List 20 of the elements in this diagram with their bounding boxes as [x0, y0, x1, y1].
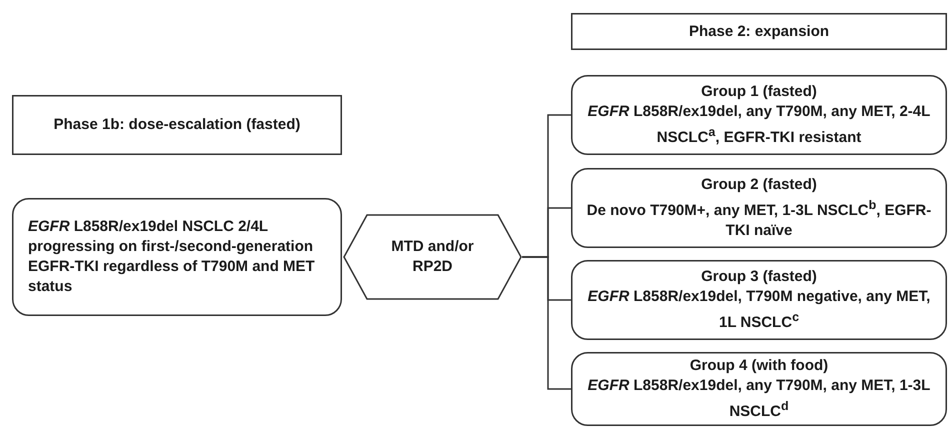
group-box	[571, 260, 947, 340]
group-title: Group 4 (with food)	[688, 356, 830, 376]
phase-header-box	[12, 95, 342, 155]
phase-title: Phase 2: expansion	[688, 22, 830, 42]
phase-title: Phase 1b: dose-escalation (fasted)	[52, 115, 302, 135]
group-criteria: EGFR L858R/ex19del, any T790M, any MET, 2-4L NSCLC$^{a}$, EGFR-TKI resistant	[586, 102, 932, 148]
decision-hexagon	[343, 214, 522, 300]
group-criteria: EGFR L858R/ex19del, any T790M, any MET, 1-3L NSCLC$^{d}$	[586, 376, 932, 422]
phase-header-box	[571, 13, 947, 50]
group-title: Group 2 (fasted)	[700, 175, 818, 195]
group-title: Group 1 (fasted)	[700, 82, 818, 102]
eligibility-text: EGFR L858R/ex19del NSCLC 2/4L progressing on first-/second-generation EGFR-TKI regardless of T790M and MET status	[28, 217, 316, 297]
group-criteria: EGFR L858R/ex19del, T790M negative, any MET, 1L NSCLC$^{c}$	[586, 287, 932, 333]
group-criteria: De novo T790M+, any MET, 1-3L NSCLC$^{b}$, EGFR-TKI naïve	[586, 197, 932, 241]
group-box	[571, 75, 947, 155]
decision-label: MTD and/or RP2D	[390, 237, 475, 277]
connector-line	[522, 256, 571, 390]
group-box	[571, 168, 947, 248]
group-title: Group 3 (fasted)	[700, 267, 818, 287]
group-box	[571, 352, 947, 426]
